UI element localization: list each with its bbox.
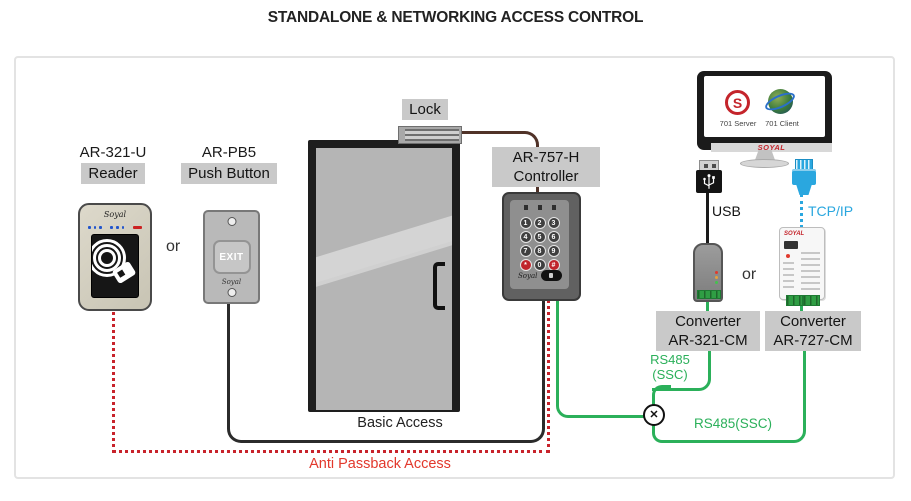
controller-keypad: 1 2 3 4 5 6 7 8 9 * 0 # xyxy=(519,217,560,271)
key-4: 4 xyxy=(519,231,532,243)
rj45-icon xyxy=(792,159,816,195)
terminal-block xyxy=(786,295,803,306)
computer-monitor: S 701 Server 701 Client SOYAL xyxy=(697,71,832,152)
controller-type-label: Controller xyxy=(513,168,579,185)
tcpip-dotted-line xyxy=(800,194,803,228)
push-button-device: EXIT Soyal xyxy=(203,210,260,304)
usb-plug-body xyxy=(696,170,722,193)
rs485-wire-junction-down xyxy=(652,421,673,443)
monitor-screen: S 701 Server 701 Client SOYAL xyxy=(704,76,832,152)
vents xyxy=(783,262,794,292)
lock-device xyxy=(398,126,462,144)
doorbell-button xyxy=(541,270,562,281)
reader-sensor-window xyxy=(91,234,139,298)
door xyxy=(308,140,460,412)
controller-model: AR-757-H xyxy=(512,149,580,166)
key-8: 8 xyxy=(533,245,546,257)
lock-caption: Lock xyxy=(390,99,460,120)
client-app-label: 701 Client xyxy=(765,119,799,128)
key-9: 9 xyxy=(547,245,560,257)
rs485-ssc-vertical-label: RS485 (SSC) xyxy=(643,352,697,382)
converter-usb-model: AR-321-CM xyxy=(668,332,748,349)
monitor-stand xyxy=(755,150,775,160)
reader-caption: AR-321-U Reader xyxy=(48,144,178,184)
lock-label: Lock xyxy=(402,99,448,120)
rj45-body xyxy=(792,169,816,185)
screw-icon xyxy=(227,288,236,297)
rs485-line1: RS485 xyxy=(650,352,690,367)
rs485-wire-converter321-top xyxy=(706,301,709,312)
server-app-label: 701 Server xyxy=(719,119,757,128)
page-title: STANDALONE & NETWORKING ACCESS CONTROL xyxy=(267,9,644,26)
screw-icon xyxy=(227,217,236,226)
key-2: 2 xyxy=(533,217,546,229)
reader-model: AR-321-U xyxy=(79,144,147,161)
push-button-brand-logo: Soyal xyxy=(221,278,242,286)
monitor-brand-strip: SOYAL xyxy=(711,143,832,152)
globe-icon xyxy=(762,89,798,114)
terminal-block xyxy=(697,290,721,299)
rs485-wire-converter727 xyxy=(668,349,806,443)
converter-leds xyxy=(715,271,718,284)
server-logo-letter: S xyxy=(732,94,743,111)
controller-brand-logo: Soyal xyxy=(518,272,538,280)
reader-device: Soyal xyxy=(78,203,152,311)
converter-display xyxy=(784,241,798,249)
rj45-boot xyxy=(796,184,812,195)
key-6: 6 xyxy=(547,231,560,243)
anti-passback-wire xyxy=(112,300,550,453)
key-7: 7 xyxy=(519,245,532,257)
converter-net-type: Converter xyxy=(780,313,846,330)
converter-net-model: AR-727-CM xyxy=(773,332,853,349)
converter-ar321cm-caption: Converter AR-321-CM xyxy=(656,311,760,351)
usb-label: USB xyxy=(712,203,741,219)
terminal-block xyxy=(803,295,820,306)
rs485-wire-converter321-a xyxy=(652,349,711,391)
monitor-brand-logo: SOYAL xyxy=(757,143,786,152)
key-star: * xyxy=(519,259,532,271)
usb-cable xyxy=(706,190,709,244)
basic-access-wire xyxy=(227,300,545,443)
junction-icon: ✕ xyxy=(643,404,665,426)
key-1: 1 xyxy=(519,217,532,229)
door-handle xyxy=(433,262,445,310)
key-0: 0 xyxy=(533,259,546,271)
usb-icon xyxy=(696,160,722,193)
or-left-label: or xyxy=(166,238,181,255)
rs485-line2: (SSC) xyxy=(652,367,688,382)
controller-device: 1 2 3 4 5 6 7 8 9 * 0 # Soyal xyxy=(502,192,581,301)
tcpip-label: TCP/IP xyxy=(808,203,854,219)
push-button-type-label: Push Button xyxy=(181,163,277,184)
rs485-wire-controller xyxy=(556,297,647,418)
exit-button: EXIT xyxy=(212,240,251,274)
usb-trident-icon xyxy=(703,173,715,189)
rs485-wire-converter321-b xyxy=(652,385,671,410)
key-5: 5 xyxy=(533,231,546,243)
converter-ar321cm-device xyxy=(693,243,723,302)
rs485-ssc-horizontal-label: RS485(SSC) xyxy=(694,416,773,431)
anti-passback-label: Anti Passback Access xyxy=(309,456,451,472)
converter-ar727cm-device: SOYAL xyxy=(779,227,825,306)
monitor-base xyxy=(740,159,789,168)
reader-type-label: Reader xyxy=(81,163,145,184)
controller-caption: AR-757-H Controller xyxy=(492,147,600,187)
lock-coil xyxy=(405,129,459,141)
basic-access-label: Basic Access xyxy=(357,415,443,431)
converter-ar727cm-caption: Converter AR-727-CM xyxy=(765,311,861,351)
key-3: 3 xyxy=(547,217,560,229)
converter-led xyxy=(786,254,790,258)
push-button-caption: AR-PB5 Push Button xyxy=(164,144,294,184)
push-button-model: AR-PB5 xyxy=(201,144,257,161)
controller-panel: 1 2 3 4 5 6 7 8 9 * 0 # Soyal xyxy=(510,200,569,289)
converter-usb-type: Converter xyxy=(675,313,741,330)
junction-cross: ✕ xyxy=(649,408,659,421)
vents xyxy=(801,252,820,292)
door-panel xyxy=(316,148,452,410)
or-right-label: or xyxy=(742,266,757,283)
converter-brand-logo: SOYAL xyxy=(784,231,805,237)
reader-brand-logo: Soyal xyxy=(103,210,127,219)
reader-led-indicators xyxy=(88,225,143,229)
controller-leds xyxy=(510,205,569,210)
server-logo-icon: S xyxy=(725,90,750,115)
